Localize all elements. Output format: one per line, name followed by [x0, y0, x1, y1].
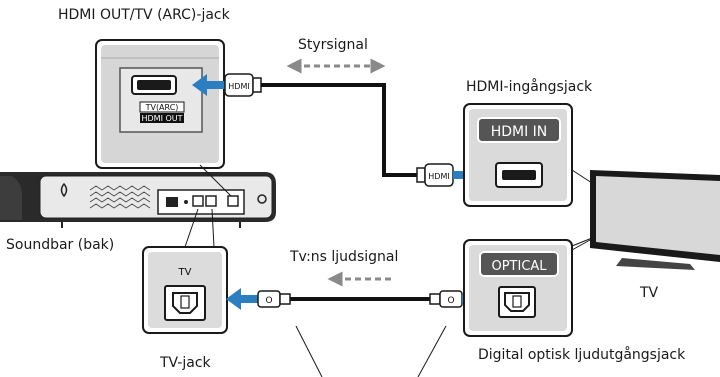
pointer-line-right	[417, 325, 447, 377]
hdmi-cable	[261, 83, 425, 177]
optical-plug-soundbar: O	[257, 290, 291, 308]
tv-jack-label: TV-jack	[160, 355, 211, 371]
tv-hdmi-in-panel: HDMI IN	[463, 103, 573, 207]
callout-tv-jack-right	[211, 208, 215, 248]
tv-label: TV	[640, 285, 659, 301]
tv-optical-panel: OPTICAL	[463, 239, 573, 337]
hdmi-plug-label-1: HDMI	[228, 82, 249, 91]
tv-optical-port-label: TV	[178, 267, 192, 278]
tv-audio-signal-label: Tv:ns ljudsignal	[290, 249, 399, 265]
callout-hdmi	[199, 164, 232, 197]
hdmi-plug-tv: HDMI	[416, 163, 454, 187]
hdmi-plug-label-2: HDMI	[428, 172, 449, 181]
callout-tv-optical	[571, 239, 591, 251]
hdmi-in-port-label: HDMI IN	[491, 124, 548, 140]
hdmi-plug-soundbar: HDMI	[224, 73, 262, 97]
optical-plug-tv: O	[429, 290, 463, 308]
soundbar-body	[0, 172, 276, 228]
hdmi-input-jack-label: HDMI-ingångsjack	[466, 79, 593, 95]
optical-plug-label-1: O	[265, 296, 272, 306]
tv-monitor	[571, 169, 720, 270]
pointer-line-left	[295, 325, 323, 377]
digital-optical-out-jack-label: Digital optisk ljudutgångsjack	[478, 347, 686, 363]
soundbar-back-label: Soundbar (bak)	[6, 237, 115, 253]
hdmi-out-arrow	[192, 74, 225, 96]
optical-port-label: OPTICAL	[491, 259, 547, 274]
hdmi-out-jack-label: HDMI OUT/TV (ARC)-jack	[58, 7, 230, 23]
optical-plug-label-2: O	[447, 296, 454, 306]
tv-arc-port-label: TV(ARC)	[145, 103, 179, 112]
control-signal-label: Styrsignal	[298, 37, 368, 53]
callout-tv-jack-left	[184, 208, 199, 248]
soundbar-tv-optical-panel: TV	[142, 246, 228, 334]
optical-in-arrow	[226, 288, 258, 310]
hdmi-out-port-label: HDMI OUT	[141, 114, 182, 123]
soundbar-hdmi-panel: TV(ARC) HDMI OUT	[95, 39, 225, 169]
